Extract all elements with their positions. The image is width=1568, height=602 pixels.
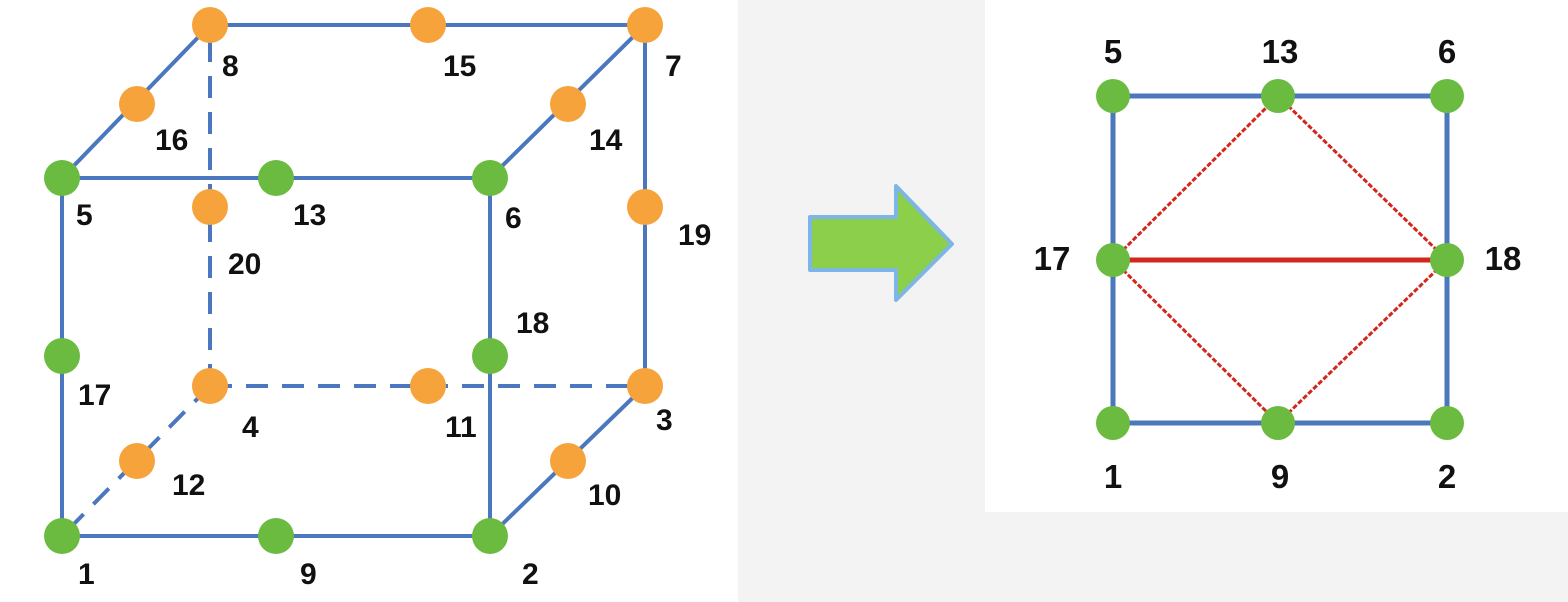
label-8: 8 [222,50,239,83]
node-14 [550,86,586,122]
node-20 [192,189,228,225]
node-16 [119,86,155,122]
label-17: 17 [78,379,111,412]
node-19 [627,189,663,225]
label-18: 18 [516,307,549,340]
label-12: 12 [172,469,205,502]
face-node-9 [1261,406,1295,440]
label-16: 16 [155,124,188,157]
label-4: 4 [242,411,259,444]
node-3 [627,368,663,404]
left-panel [0,0,738,602]
face-node-5 [1096,79,1130,113]
face-node-2 [1430,406,1464,440]
node-15 [410,7,446,43]
label-20: 20 [228,248,261,281]
node-13 [258,160,294,196]
label-1: 1 [78,558,95,591]
hexahedron-element: 8 15 7 16 14 5 13 6 19 20 18 17 4 11 3 1… [44,7,711,591]
face-label-18: 18 [1485,240,1522,277]
right-arrow-icon [808,184,954,302]
label-6: 6 [505,202,522,235]
face-label-1: 1 [1104,458,1122,495]
hex-labels: 8 15 7 16 14 5 13 6 19 20 18 17 4 11 3 1… [76,50,711,591]
face-node-17 [1096,243,1130,277]
hex-nodes [44,7,663,554]
edge-17-9 [1111,258,1280,425]
face-label-9: 9 [1271,458,1289,495]
label-3: 3 [656,404,673,437]
node-4 [192,368,228,404]
node-2 [472,518,508,554]
label-14: 14 [589,124,623,157]
node-18 [472,338,508,374]
node-8 [192,7,228,43]
label-10: 10 [588,479,621,512]
face-node-18 [1430,243,1464,277]
node-5 [44,160,80,196]
face-label-6: 6 [1438,33,1456,70]
node-6 [472,160,508,196]
face-label-5: 5 [1104,33,1122,70]
label-11: 11 [445,411,477,444]
label-5: 5 [76,199,93,232]
face-label-13: 13 [1262,33,1299,70]
edge-13-18 [1276,94,1449,262]
label-13: 13 [293,199,326,232]
face-nodes [1096,79,1464,440]
edge-17-13 [1111,94,1280,262]
node-1 [44,518,80,554]
triangulation-lines [1111,94,1449,425]
face-label-17: 17 [1034,240,1071,277]
node-17 [44,338,80,374]
node-12 [119,443,155,479]
label-2: 2 [522,558,539,591]
face-label-2: 2 [1438,458,1456,495]
node-11 [410,368,446,404]
face-element: 5 13 6 17 18 1 9 2 [1034,33,1522,495]
node-10 [550,443,586,479]
label-19: 19 [678,219,711,252]
label-15: 15 [443,50,476,83]
face-node-6 [1430,79,1464,113]
node-7 [627,7,663,43]
face-node-1 [1096,406,1130,440]
node-9 [258,518,294,554]
label-7: 7 [665,50,682,83]
face-node-13 [1261,79,1295,113]
label-9: 9 [300,558,317,591]
edge-9-18 [1276,258,1449,425]
face-labels: 5 13 6 17 18 1 9 2 [1034,33,1522,495]
